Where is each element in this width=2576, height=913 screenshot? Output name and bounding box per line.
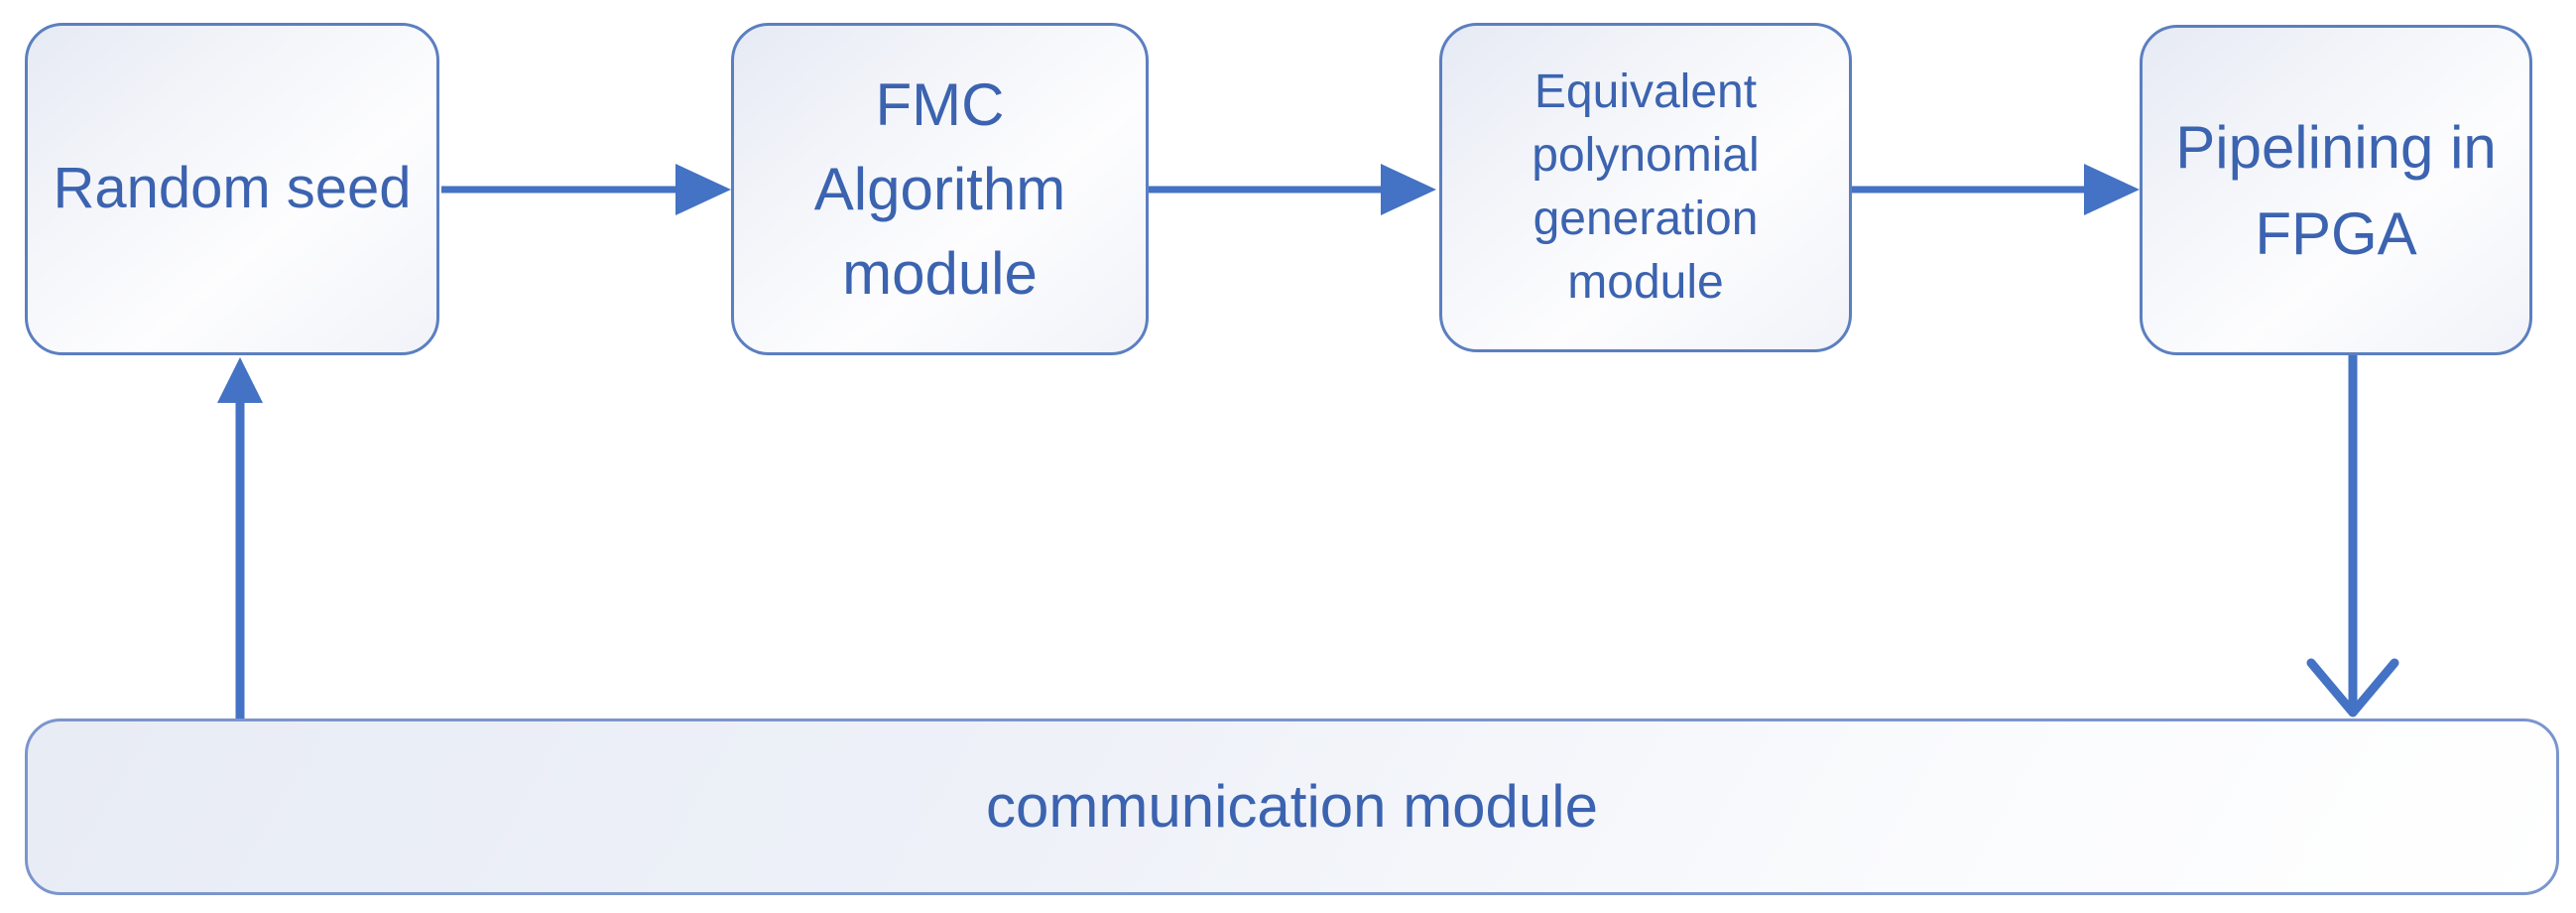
node-pipelining-in-fpga-label: Pipelining in FPGA	[2175, 113, 2497, 267]
arrow-random-seed-to-fmc	[441, 164, 731, 215]
arrow-communication-to-random-seed	[217, 357, 263, 731]
arrow-pipelining-to-communication	[2306, 355, 2399, 717]
arrow-fmc-to-equivalent-polynomial	[1149, 164, 1436, 215]
node-pipelining-in-fpga: Pipelining in FPGA	[2140, 25, 2532, 355]
node-random-seed: Random seed	[25, 23, 439, 355]
node-fmc-algorithm-module-label: FMC Algorithm module	[813, 70, 1066, 308]
node-communication-module: communication module	[25, 718, 2559, 895]
node-equivalent-polynomial-generation-module-label: Equivalent polynomial generation module	[1532, 65, 1760, 309]
node-random-seed-label: Random seed	[53, 156, 412, 221]
node-fmc-algorithm-module: FMC Algorithm module	[731, 23, 1149, 355]
arrow-equivalent-polynomial-to-pipelining	[1852, 164, 2140, 215]
node-communication-module-label: communication module	[986, 773, 1598, 840]
node-equivalent-polynomial-generation-module: Equivalent polynomial generation module	[1439, 23, 1852, 352]
